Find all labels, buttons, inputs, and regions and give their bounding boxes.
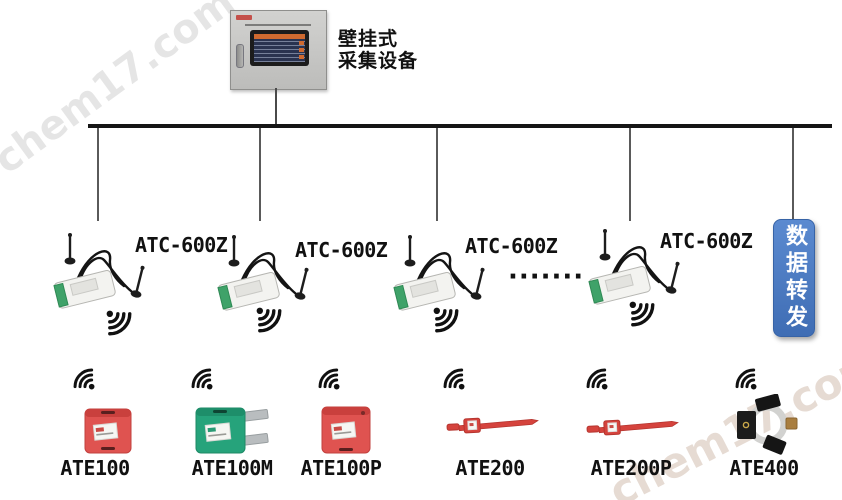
wifi-signal-icon [433,307,459,333]
sensor-ate400 [737,394,798,455]
cabinet-handle [236,44,244,68]
wifi-signal-icon [191,368,213,390]
sensor-label: ATE100 [60,456,130,480]
panel-title-strip [245,24,311,26]
collector-label: 壁挂式 采集设备 [338,28,418,72]
screen-header-bar [254,34,305,39]
bus-drop-line [97,128,99,221]
sensor-ate100m [195,407,269,454]
atc-label: ATC-600Z [465,234,558,258]
collector-device [230,10,327,90]
touchscreen [250,30,309,66]
screen-side-buttons [299,41,304,59]
data-forward-box: 数据转发 [773,219,815,337]
transceiver-module [53,269,116,309]
sensor-label: ATE200 [455,456,525,480]
atc-600z-transceiver [53,233,145,309]
atc-600z-transceiver [393,235,485,311]
sensor-ate200 [446,417,539,434]
data-forward-label: 数据转发 [782,224,807,332]
bus-drop-line [629,128,631,221]
sensor-label: ATE400 [729,456,799,480]
wifi-signal-icon [318,368,340,390]
screen-display [254,34,305,62]
sensor-label: ATE200P [590,456,672,480]
wifi-signal-icon [735,368,757,390]
atc-600z-transceiver [588,229,680,305]
atc-label: ATC-600Z [295,238,388,262]
sensor-ate100 [84,408,132,454]
wifi-signal-icon [629,301,655,327]
wifi-signal-icon [443,368,465,390]
atc-label: ATC-600Z [135,233,228,257]
sensor-ate100p [321,406,371,454]
watermark-top-left: chem17.com [0,0,244,184]
antenna-icon [64,233,145,298]
brand-logo [236,15,252,20]
wifi-signal-icon [586,368,608,390]
rs485-bus-line [88,124,832,128]
bus-drop-line [259,128,261,221]
bus-drop-line [436,128,438,221]
collector-label-line2: 采集设备 [338,50,419,72]
more-units-ellipsis: ······· [508,262,585,292]
wifi-signal-icon [106,310,132,336]
sensor-ate200p [586,419,679,436]
bus-drop-line [792,128,794,219]
sensor-label: ATE100M [191,456,273,480]
atc-label: ATC-600Z [660,229,753,253]
wifi-signal-icon [256,307,282,333]
collector-bus-connector [275,88,277,126]
atc-600z-transceiver [217,235,309,311]
wifi-signal-icon [73,368,95,390]
sensor-label: ATE100P [300,456,382,480]
collector-label-line1: 壁挂式 [338,28,399,50]
